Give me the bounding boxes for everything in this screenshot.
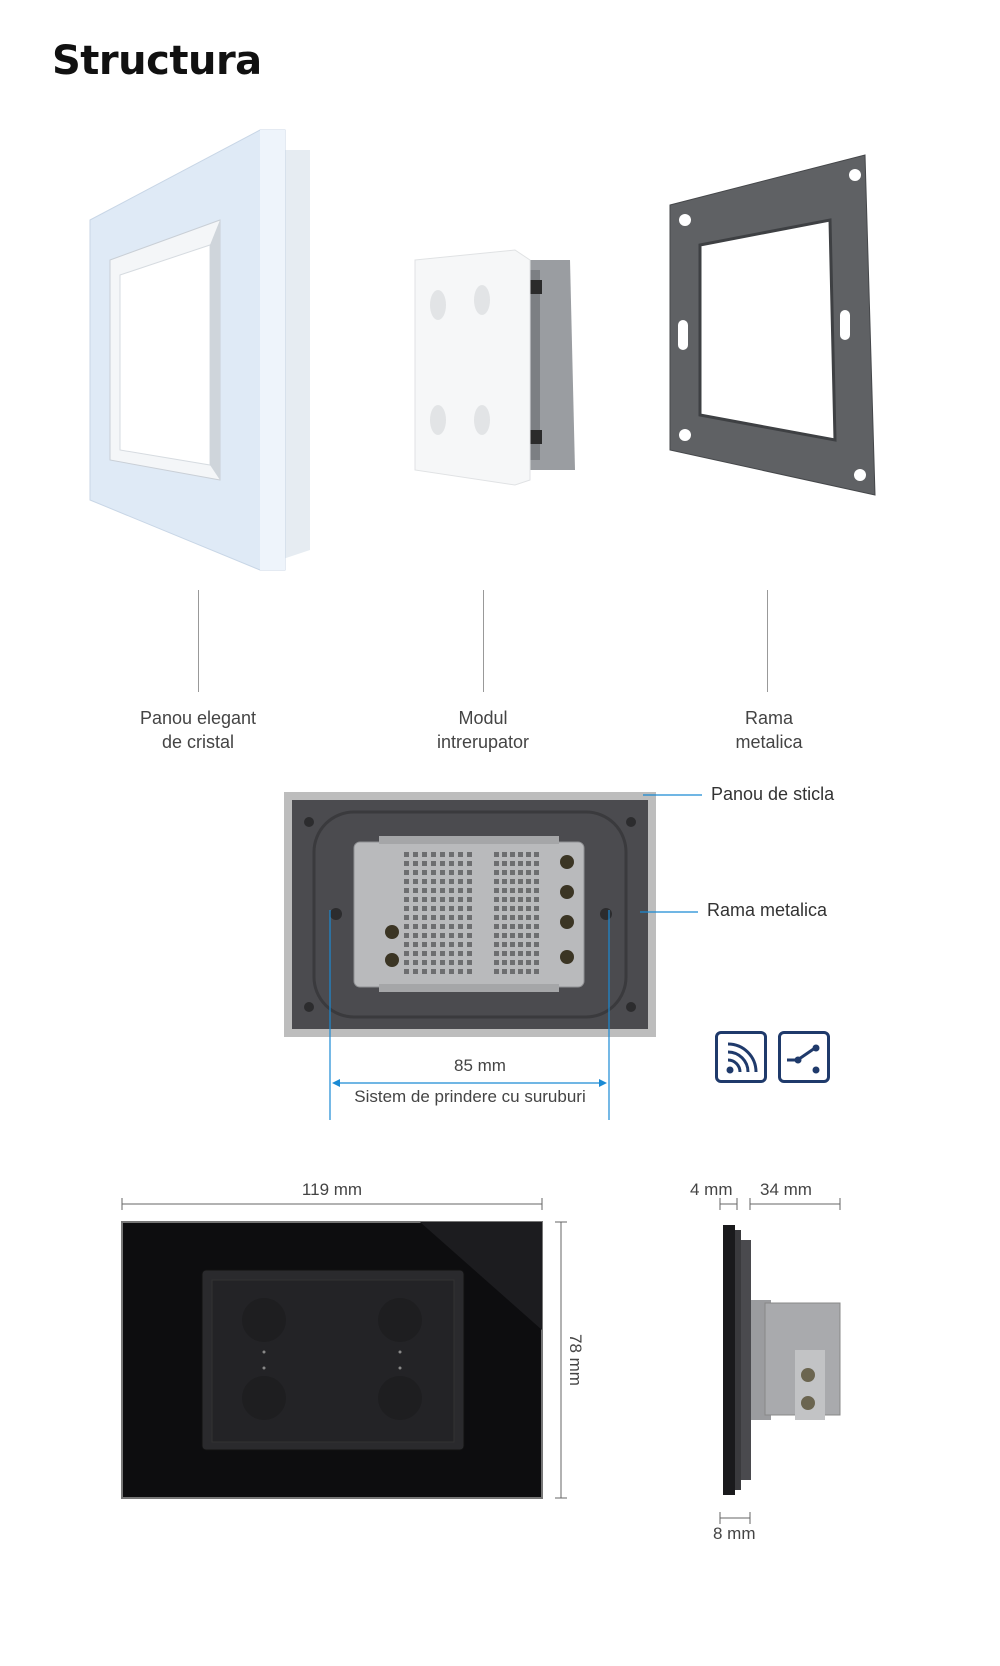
back-view-image <box>284 792 656 1037</box>
switch-module-image <box>414 249 575 486</box>
metal-frame-image <box>669 154 876 496</box>
connector-line <box>767 590 768 692</box>
glass-panel-image <box>89 129 310 571</box>
dimension-frame: 8 mm <box>713 1524 756 1543</box>
dimension-depth: 34 mm <box>760 1180 812 1199</box>
connector-line <box>483 590 484 692</box>
dimension-glass-thickness: 4 mm <box>690 1180 733 1199</box>
dimension-caption: Sistem de prindere cu suruburi <box>354 1087 586 1106</box>
dimension-85mm: 85 mm <box>454 1056 506 1075</box>
switch-icon <box>778 1031 830 1083</box>
callout-glass-panel: Panou de sticla <box>711 784 835 804</box>
callout-metal-frame: Rama metalica <box>707 900 828 920</box>
dimension-width: 119 mm <box>301 1180 363 1199</box>
page-title: Structura <box>52 38 262 84</box>
connector-line <box>198 590 199 692</box>
remote-wifi-icon <box>715 1031 767 1083</box>
